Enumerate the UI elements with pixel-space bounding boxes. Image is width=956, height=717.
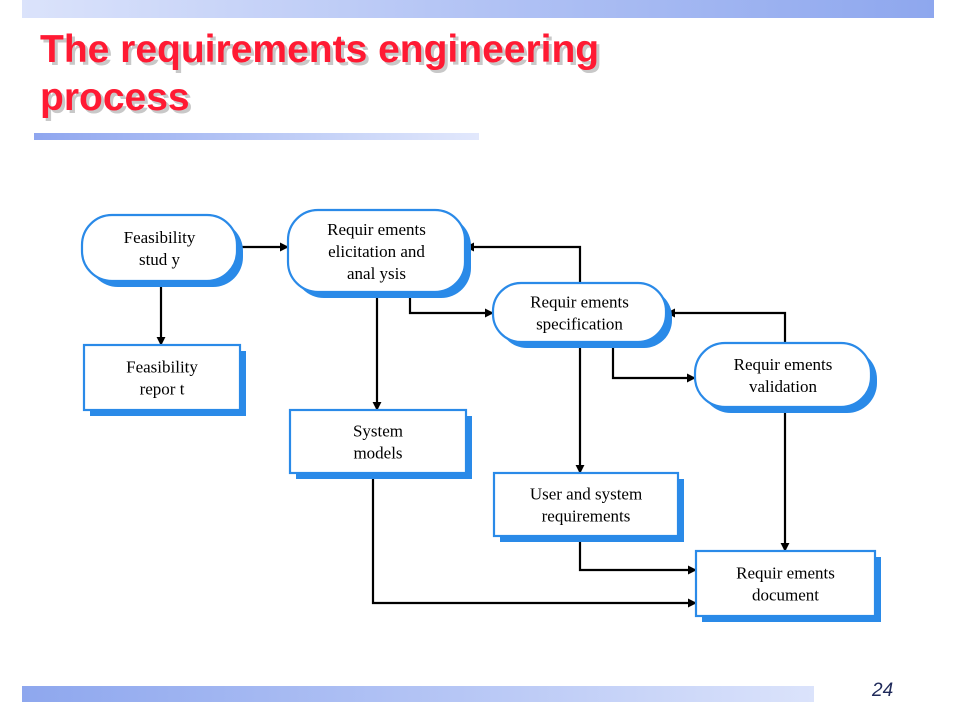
page-number: 24 [872,680,894,701]
process-shape [286,208,467,294]
node-label-line: User and system [530,485,642,504]
node-label-line: stud y [139,250,181,269]
node-label-line: Requir ements [530,293,629,312]
bottom-accent-bar [22,686,814,702]
process-shape [80,213,239,283]
title-underline [34,133,479,140]
node-label-line: elicitation and [328,242,425,261]
node-label-line: models [353,444,402,463]
node-label-line: System [353,422,403,441]
node-user-system-reqs: User and system requirements [492,471,684,542]
document-shape [492,471,680,538]
node-label-line: Requir ements [736,564,835,583]
node-specification: Requir ements specification [491,281,672,348]
document-shape [694,549,877,618]
arrow-specification-to-elicitation [465,242,582,283]
document-inner-border [87,348,237,407]
slide-title-line2: process [40,76,190,119]
node-label-line: document [752,586,819,605]
arrow-validation-to-specification [666,308,787,343]
nodes-layer: Feasibility stud y Requir ements elicitatio… [80,208,881,622]
arrow-specification-to-validation [611,342,696,383]
node-requirements-document: Requir ements document [694,549,881,622]
arrow-system-models-to-requirements-document [371,473,697,608]
node-label-line: anal ysis [347,264,406,283]
node-label-line: repor t [140,380,185,399]
node-elicitation: Requir ements elicitation and anal ysis [286,208,471,298]
node-label-line: Feasibility [124,228,196,247]
top-accent-bar [22,0,934,18]
document-shape [288,408,468,475]
arrow-user-system-reqs-to-requirements-document [578,536,697,575]
node-label-line: validation [749,377,817,396]
node-label-line: requirements [542,507,631,526]
node-label-line: specification [536,315,623,334]
process-shape [491,281,668,344]
node-feasibility-report: Feasibility repor t [82,343,246,416]
document-shape [82,343,242,412]
document-inner-border [699,554,872,613]
node-label-line: Requir ements [734,355,833,374]
node-label-line: Requir ements [327,220,426,239]
node-label-line: Feasibility [126,358,198,377]
node-validation: Requir ements validation [693,341,877,413]
document-inner-border [497,476,675,533]
arrow-elicitation-to-specification [408,292,494,318]
process-shape [693,341,873,409]
edges-layer [156,242,790,608]
document-inner-border [293,413,463,470]
slide-title: The requirements engineering process [40,26,599,122]
slide-title-line1: The requirements engineering [40,28,600,71]
node-feasibility-study: Feasibility stud y [80,213,243,287]
node-system-models: System models [288,408,472,479]
